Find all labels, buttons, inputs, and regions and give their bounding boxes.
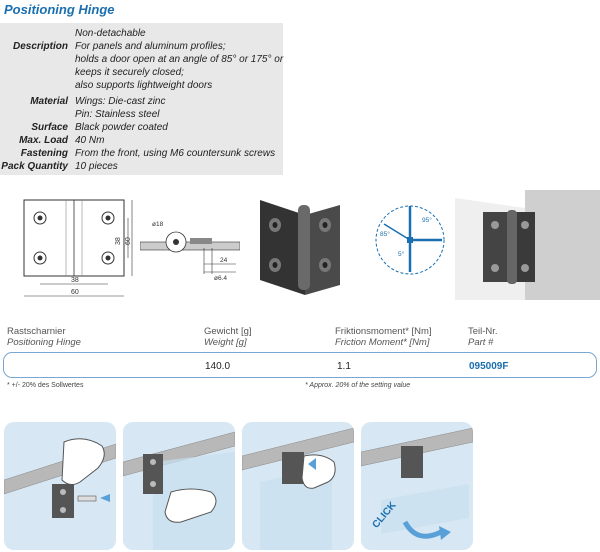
angle-diagram: 85° 95° 5°	[375, 205, 445, 275]
weight-value: 140.0	[205, 361, 231, 372]
column-header-en: Part #	[468, 337, 494, 348]
installation-illustration: CLICK	[361, 427, 473, 540]
installation-illustration	[4, 438, 116, 518]
table-header: Rastscharnier Positioning Hinge Gewicht …	[7, 326, 597, 354]
column-header: Gewicht [g] Weight [g]	[204, 326, 252, 348]
dimension-label: ø6.4	[214, 275, 227, 282]
column-header: Teil-Nr. Part #	[468, 326, 498, 348]
column-header-en: Friction Moment* [Nm]	[335, 337, 430, 348]
angle-label: 95°	[422, 216, 432, 224]
spec-line: holds a door open at an angle of 85° or …	[75, 54, 284, 65]
spec-label: Max. Load	[19, 135, 68, 146]
mounted-hinge-photo	[455, 190, 600, 300]
spec-line: keeps it securely closed;	[75, 67, 184, 78]
part-number[interactable]: 095009F	[469, 361, 509, 372]
column-header-de: Friktionsmoment* [Nm]	[335, 326, 432, 337]
section-view-drawing: ø18 24 ø6.4	[140, 221, 240, 282]
table-row: 140.0 1.1 095009F	[3, 352, 597, 378]
dimension-label: 38	[115, 237, 122, 245]
spec-line: For panels and aluminum profiles;	[75, 41, 226, 52]
friction-value: 1.1	[337, 361, 351, 372]
footnote-de: * +/- 20% des Sollwertes	[7, 382, 84, 389]
spec-line: also supports lightweight doors	[75, 80, 213, 91]
spec-value: Non-detachable For panels and aluminum p…	[75, 27, 284, 92]
dimension-label: 60	[125, 237, 132, 245]
spec-label: Material	[30, 96, 68, 107]
spec-value: Wings: Die-cast zinc Pin: Stainless stee…	[75, 95, 280, 121]
dimension-label: 38	[71, 277, 79, 284]
page-title: Positioning Hinge	[4, 2, 115, 17]
footnote-en: * Approx. 20% of the setting value	[305, 382, 411, 389]
installation-step-2	[123, 422, 235, 550]
installation-step-3	[242, 422, 354, 550]
dimension-label: 24	[220, 257, 228, 264]
spec-value: 10 pieces	[75, 161, 118, 172]
column-header-en: Weight [g]	[204, 337, 247, 348]
spec-line: Non-detachable	[75, 28, 146, 39]
front-view-drawing: 38 60 38 60	[23, 199, 133, 297]
spec-label: Fastening	[20, 148, 68, 159]
spec-value: Black powder coated	[75, 122, 168, 133]
spec-label: Pack Quantity	[1, 161, 68, 172]
installation-step-1	[4, 422, 116, 550]
column-header-de: Teil-Nr.	[468, 326, 498, 337]
column-header-de: Rastscharnier	[7, 326, 66, 337]
spec-label: Surface	[31, 122, 68, 133]
column-header-en: Positioning Hinge	[7, 337, 81, 348]
installation-step-4: CLICK	[361, 422, 473, 550]
spec-value: 40 Nm	[75, 135, 105, 146]
dimension-label: ø18	[152, 221, 164, 228]
spec-panel: Description Non-detachable For panels an…	[0, 23, 283, 175]
spec-value: From the front, using M6 countersunk scr…	[75, 148, 276, 159]
angle-label: 5°	[398, 250, 405, 258]
spec-label: Description	[12, 41, 68, 52]
hinge-photo	[260, 200, 340, 295]
column-header: Friktionsmoment* [Nm] Friction Moment* […	[335, 326, 432, 348]
angle-label: 85°	[380, 230, 390, 238]
column-header-de: Gewicht [g]	[204, 326, 252, 337]
spec-line: Pin: Stainless steel	[75, 109, 160, 120]
installation-illustration	[123, 431, 235, 550]
column-header: Rastscharnier Positioning Hinge	[7, 326, 81, 348]
dimension-label: 60	[71, 289, 79, 296]
spec-line: Wings: Die-cast zinc	[75, 96, 166, 107]
installation-illustration	[242, 427, 354, 550]
